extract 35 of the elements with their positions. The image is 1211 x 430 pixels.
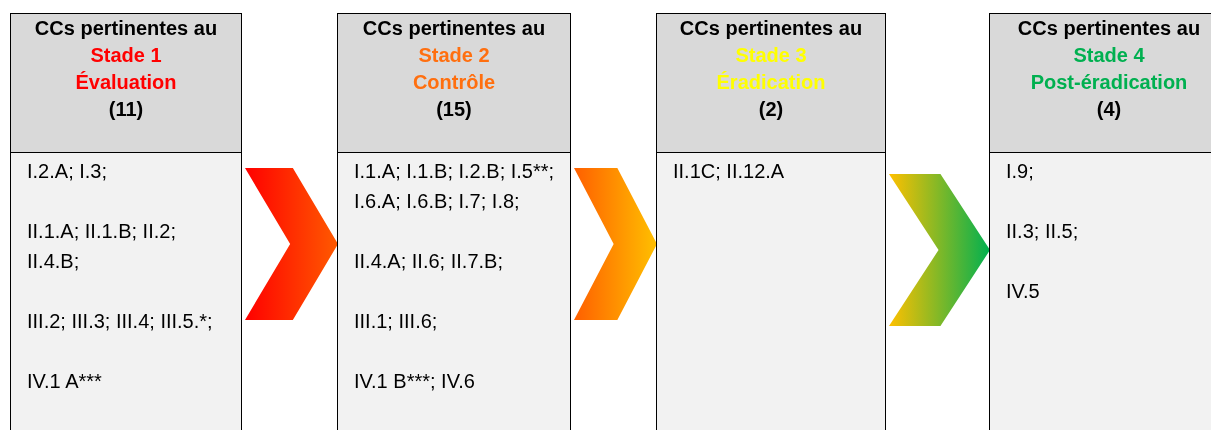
criteria-list: II.1C; II.12.A bbox=[673, 156, 877, 186]
stage-label: Éradication bbox=[716, 70, 826, 95]
stage-column bbox=[337, 13, 571, 430]
chevron-arrow bbox=[245, 168, 338, 320]
criteria-list: I.1.A; I.1.B; I.2.B; I.5**; I.6.A; I.6.B; I.7; I.8; bbox=[354, 156, 562, 216]
chevron-arrow bbox=[574, 168, 657, 320]
criteria-list: II.4.A; II.6; II.7.B; bbox=[354, 246, 562, 276]
criteria-list: IV.1 B***; IV.6 bbox=[354, 366, 562, 396]
stage-label: Évaluation bbox=[75, 70, 177, 95]
chevron-arrow bbox=[889, 174, 990, 326]
count-label: (11) bbox=[108, 97, 144, 122]
criteria-list: II.3; II.5; bbox=[1006, 216, 1211, 246]
count-label: (15) bbox=[436, 97, 472, 122]
criteria-list: I.9; bbox=[1006, 156, 1211, 186]
count-label: (2) bbox=[758, 97, 784, 122]
criteria-list: III.1; III.6; bbox=[354, 306, 562, 336]
stage-label: Contrôle bbox=[412, 70, 496, 95]
stage-column bbox=[989, 13, 1211, 430]
stage-label: Stade 3 bbox=[735, 43, 807, 68]
criteria-list: III.2; III.3; III.4; III.5.*; bbox=[27, 306, 233, 336]
stage-label: Post-éradication bbox=[1030, 70, 1188, 95]
stage-column bbox=[10, 13, 242, 430]
stage-label: Stade 2 bbox=[418, 43, 490, 68]
stage-column bbox=[656, 13, 886, 430]
stage-label: Stade 4 bbox=[1073, 43, 1145, 68]
stage-label: Stade 1 bbox=[90, 43, 162, 68]
column-heading: CCs pertinentes au bbox=[34, 16, 218, 41]
column-heading: CCs pertinentes au bbox=[679, 16, 863, 41]
criteria-list: IV.5 bbox=[1006, 276, 1211, 306]
criteria-list: IV.1 A*** bbox=[27, 366, 233, 396]
count-label: (4) bbox=[1096, 97, 1122, 122]
criteria-list: I.2.A; I.3; bbox=[27, 156, 233, 186]
criteria-list: II.1.A; II.1.B; II.2; II.4.B; bbox=[27, 216, 233, 276]
column-heading: CCs pertinentes au bbox=[362, 16, 546, 41]
column-heading: CCs pertinentes au bbox=[1017, 16, 1201, 41]
